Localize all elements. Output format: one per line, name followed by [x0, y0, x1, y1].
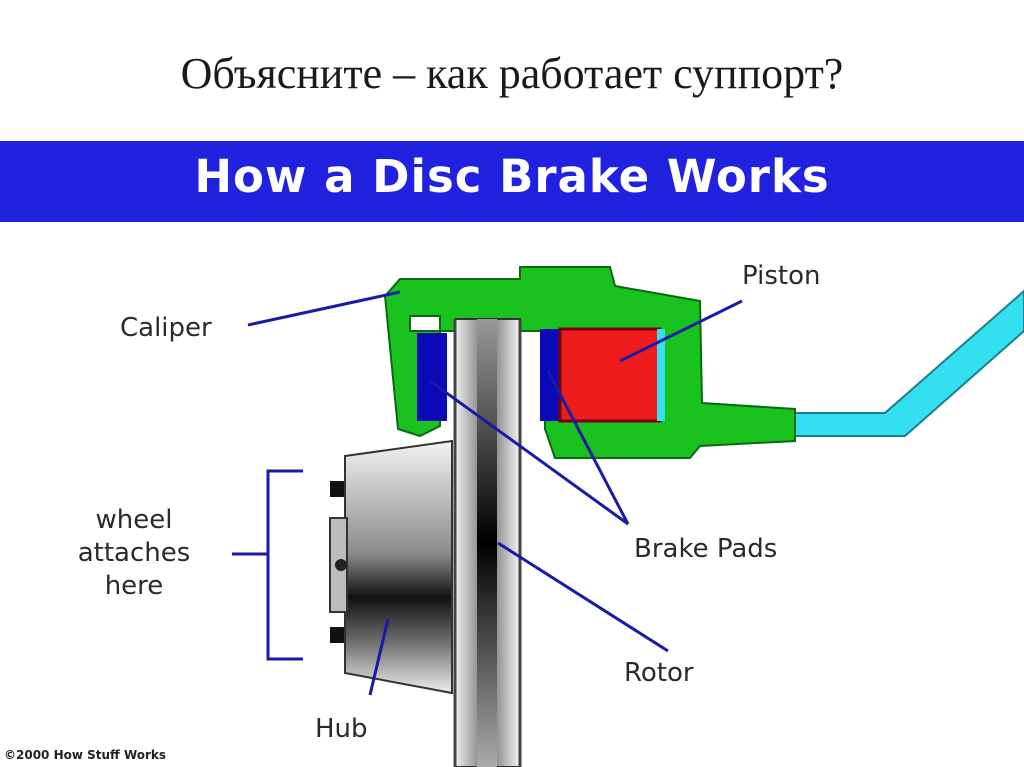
figure-banner: How a Disc Brake Works: [0, 141, 1024, 222]
brake-line: [789, 289, 1024, 437]
label-rotor: Rotor: [624, 658, 694, 688]
rotor-leader: [497, 541, 669, 653]
hub-leader: [368, 618, 390, 696]
figure-banner-title: How a Disc Brake Works: [194, 150, 830, 203]
label-caliper: Caliper: [120, 313, 212, 343]
wheel-stud-bottom: [330, 627, 344, 643]
label-brake-pads: Brake Pads: [634, 534, 777, 564]
label-wheel-line3: here: [105, 571, 164, 601]
label-piston: Piston: [742, 261, 820, 291]
wheel-stud-center: [335, 559, 347, 571]
label-hub: Hub: [315, 714, 368, 744]
wheel-stud-top: [330, 481, 344, 497]
brake-pad-inner: [417, 333, 447, 421]
label-wheel-line2: attaches: [78, 538, 191, 568]
caliper-leader: [247, 290, 401, 327]
rotor-vent: [477, 319, 497, 767]
copyright-credit: ©2000 How Stuff Works: [4, 748, 166, 762]
piston: [558, 327, 662, 423]
brake-pads-leader-2: [546, 370, 630, 525]
disc-brake-diagram: Caliper Piston wheel attaches here Brake…: [4, 261, 1024, 767]
hub: [344, 439, 453, 695]
piston-leader: [619, 299, 743, 363]
label-wheel-line1: wheel: [96, 505, 173, 535]
piston-seal: [657, 329, 665, 421]
brake-pads-leader-1: [429, 379, 629, 526]
slide-title: Объясните – как работает суппорт?: [180, 49, 844, 98]
disc-brake-figure: Caliper Piston wheel attaches here Brake…: [0, 141, 1024, 767]
wheel-bracket: [266, 469, 303, 661]
